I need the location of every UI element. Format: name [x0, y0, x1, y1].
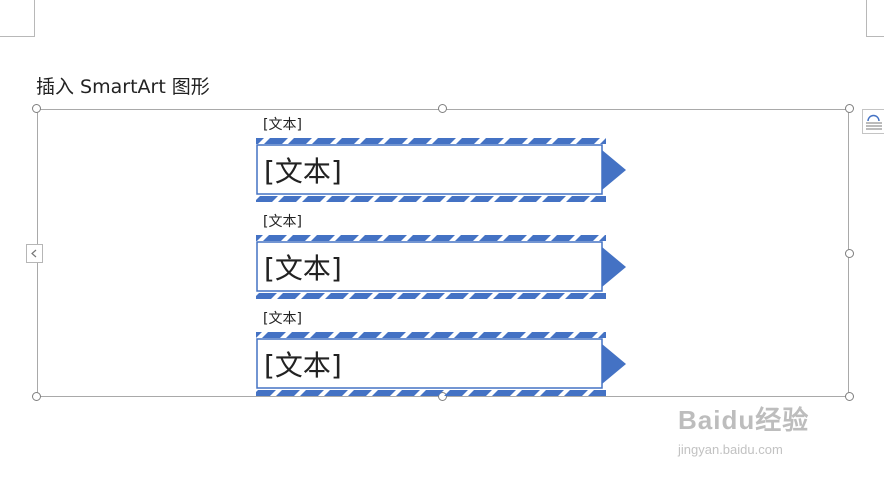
- resize-handle-bottom-left[interactable]: [32, 392, 41, 401]
- layout-options-button[interactable]: [862, 109, 884, 134]
- item-label[interactable]: [文本]: [263, 117, 302, 133]
- stripe-band-bottom: [256, 293, 606, 299]
- resize-handle-top-center[interactable]: [438, 104, 447, 113]
- item-text-box[interactable]: [文本]: [264, 155, 342, 188]
- layout-options-icon: [866, 114, 882, 130]
- text-box-shape[interactable]: [256, 144, 603, 195]
- item-label[interactable]: [文本]: [263, 214, 302, 230]
- text-box-shape[interactable]: [256, 241, 603, 292]
- chevron-left-icon: [31, 249, 37, 258]
- resize-handle-bottom-right[interactable]: [845, 392, 854, 401]
- document-heading[interactable]: 插入 SmartArt 图形: [36, 76, 210, 98]
- baidu-watermark: Baidu经验: [678, 400, 809, 437]
- page-corner-top-left: [0, 0, 35, 37]
- stripe-band-bottom: [256, 390, 606, 396]
- arrow-head-shape: [602, 344, 626, 384]
- stripe-band-top: [256, 332, 606, 338]
- item-label[interactable]: [文本]: [263, 311, 302, 327]
- item-text-box[interactable]: [文本]: [264, 252, 342, 285]
- resize-handle-middle-right[interactable]: [845, 249, 854, 258]
- item-text-box[interactable]: [文本]: [264, 349, 342, 382]
- page-corner-top-right: [866, 0, 884, 37]
- resize-handle-top-right[interactable]: [845, 104, 854, 113]
- stripe-band-top: [256, 138, 606, 144]
- text-box-shape[interactable]: [256, 338, 603, 389]
- arrow-head-shape: [602, 247, 626, 287]
- resize-handle-top-left[interactable]: [32, 104, 41, 113]
- arrow-head-shape: [602, 150, 626, 190]
- stripe-band-bottom: [256, 196, 606, 202]
- watermark-logo: Baidu经验: [678, 405, 810, 435]
- watermark-url: jingyan.baidu.com: [678, 442, 783, 457]
- text-pane-toggle[interactable]: [26, 244, 43, 263]
- stripe-band-top: [256, 235, 606, 241]
